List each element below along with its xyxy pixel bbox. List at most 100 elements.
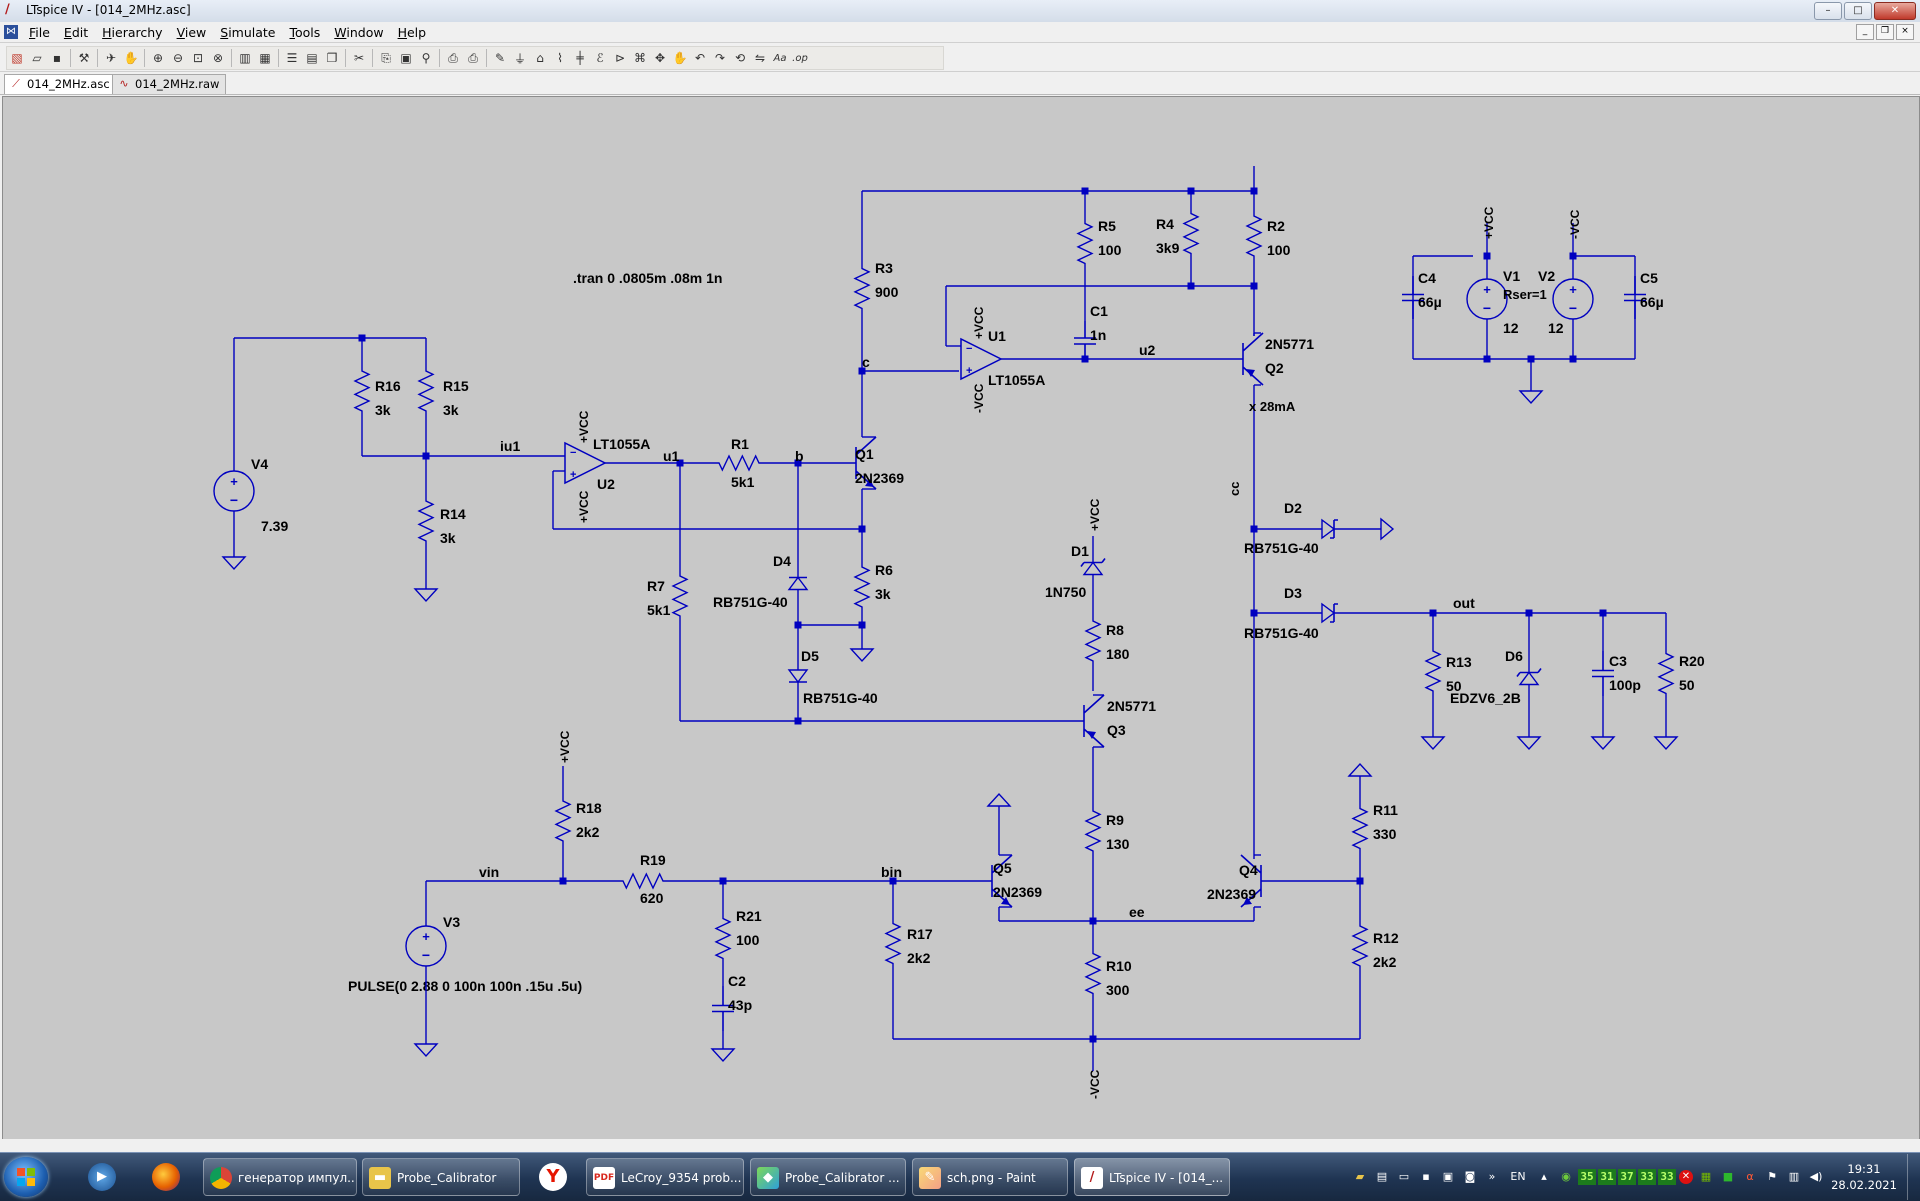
menu-file[interactable]: File <box>29 25 50 40</box>
label-net-icon[interactable]: ⌂ <box>536 51 544 65</box>
resistor-r18 <box>554 791 572 851</box>
network-icon[interactable]: ▥ <box>1788 1170 1800 1183</box>
doc-minimize-button[interactable]: _ <box>1856 24 1874 40</box>
gpu-icon[interactable]: ▦ <box>1700 1170 1712 1183</box>
redo-icon[interactable]: ↷ <box>714 51 726 65</box>
monitor-icon[interactable]: ▭ <box>1398 1170 1410 1183</box>
resistor-icon[interactable]: ⌇ <box>557 51 563 65</box>
autorange-icon[interactable]: ▥ <box>239 51 251 65</box>
tab-schematic[interactable]: ⟋ 014_2MHz.asc <box>4 74 117 94</box>
menu-simulate[interactable]: Simulate <box>220 25 276 40</box>
component-icon[interactable]: ⌘ <box>634 51 646 65</box>
task-pdf[interactable]: PDF LeCroy_9354 prob... <box>586 1158 744 1196</box>
new-schematic-icon[interactable]: ▧ <box>11 51 23 65</box>
tray-counter-3[interactable]: 37 <box>1618 1169 1636 1185</box>
speaker-small-icon[interactable]: ◙ <box>1464 1170 1476 1183</box>
task-probe-calibrator[interactable]: ◆ Probe_Calibrator ... <box>750 1158 906 1196</box>
label-r18-ref: R18 <box>576 800 602 816</box>
flag-icon[interactable]: ⚑ <box>1767 1170 1777 1183</box>
menu-tools[interactable]: Tools <box>289 25 321 40</box>
schematic-drawing[interactable]: R3900R5100C11nR43k9R2100−+U1LT1055A+VCC-… <box>3 97 1919 1139</box>
ground-symbol <box>221 549 247 571</box>
minimize-button[interactable]: – <box>1814 2 1842 20</box>
doc-close-button[interactable]: × <box>1896 24 1914 40</box>
paste-icon[interactable]: ▣ <box>400 51 412 65</box>
menu-help[interactable]: Help <box>397 25 427 40</box>
opamp-plus: + <box>966 365 972 377</box>
volume-icon[interactable]: ◀) <box>1809 1170 1823 1183</box>
find-icon[interactable]: ⚲ <box>421 51 431 65</box>
move-icon[interactable]: ✥ <box>654 51 666 65</box>
shield-icon[interactable]: ◉ <box>1561 1170 1571 1183</box>
start-button[interactable] <box>4 1157 48 1197</box>
close-button[interactable]: ✕ <box>1874 2 1916 20</box>
cut-icon[interactable]: ✂ <box>353 51 365 65</box>
network-tray-icon[interactable]: ▪ <box>1422 1170 1430 1183</box>
zoom-out-icon[interactable]: ⊖ <box>172 51 184 65</box>
diode-icon[interactable]: ⊳ <box>614 51 626 65</box>
save-icon[interactable]: ▪ <box>52 51 62 65</box>
menu-hierarchy[interactable]: Hierarchy <box>102 25 163 40</box>
print-setup-icon[interactable]: ⎙ <box>448 50 458 65</box>
doc-restore-button[interactable]: ❐ <box>1876 24 1894 40</box>
menu-view[interactable]: View <box>176 25 207 40</box>
drag-icon[interactable]: ✋ <box>672 51 688 65</box>
antivirus-icon[interactable]: α <box>1746 1170 1754 1183</box>
language-indicator[interactable]: EN <box>1510 1170 1526 1183</box>
error-icon[interactable]: ✕ <box>1679 1170 1693 1184</box>
tray-counter-2[interactable]: 31 <box>1598 1169 1616 1185</box>
control-panel-icon[interactable]: ⚒ <box>78 51 90 65</box>
copy-icon[interactable]: ⎘ <box>381 50 391 65</box>
run-icon[interactable]: ✈ <box>105 51 117 65</box>
resistor-r15 <box>417 369 435 413</box>
green-square-icon[interactable]: ■ <box>1722 1170 1734 1183</box>
print-icon[interactable]: ⎙ <box>468 50 478 65</box>
toolbar: ▧ ▱ ▪ ⚒ ✈ ✋ ⊕ ⊖ ⊡ ⊗ ▥ ▦ ☰ ▤ ❐ ✂ ⎘ ▣ ⚲ ⎙ ⎙ ✎ ⏚ ⌂ ⌇ ╪ ℰ ⊳ ⌘ ✥ ✋ ↶ ↷ ⟲ ⇋ Aa .op <box>0 43 1920 72</box>
task-ltspice[interactable]: / LTspice IV - [014_... <box>1074 1158 1230 1196</box>
mirror-icon[interactable]: ⇋ <box>754 51 766 65</box>
folder-quicklaunch-icon[interactable]: ▰ <box>1355 1170 1365 1183</box>
zoom-cancel-icon[interactable]: ⊗ <box>212 51 224 65</box>
cascade-icon[interactable]: ❐ <box>326 51 338 65</box>
menu-edit[interactable]: Edit <box>63 25 89 40</box>
document-icon[interactable]: ▤ <box>1376 1170 1388 1183</box>
media-player-icon[interactable]: ▶ <box>82 1158 122 1196</box>
undo-icon[interactable]: ↶ <box>694 51 706 65</box>
zoom-fit-icon[interactable]: ⊡ <box>192 51 204 65</box>
tray-counter-1[interactable]: 35 <box>1578 1169 1596 1185</box>
zoom-in-icon[interactable]: ⊕ <box>152 51 164 65</box>
tray-counter-4[interactable]: 33 <box>1638 1169 1656 1185</box>
task-chrome[interactable]: генератор импул... <box>203 1158 357 1196</box>
task-paint[interactable]: ✎ sch.png - Paint <box>912 1158 1068 1196</box>
view-icon[interactable]: ▦ <box>259 51 271 65</box>
document-system-menu-icon[interactable]: ⋈ <box>4 25 18 39</box>
rotate-icon[interactable]: ⟲ <box>734 51 746 65</box>
show-desktop-button[interactable] <box>1907 1154 1920 1200</box>
capacitor-icon[interactable]: ╪ <box>576 51 584 65</box>
menu-window[interactable]: Window <box>334 25 384 40</box>
pan-icon[interactable]: ✋ <box>123 51 139 65</box>
tile-vertical-icon[interactable]: ▤ <box>306 51 318 65</box>
label-r12-value: 2k2 <box>1373 954 1397 970</box>
tile-horizontal-icon[interactable]: ☰ <box>286 51 298 65</box>
wire-icon[interactable]: ✎ <box>494 51 506 65</box>
display-icon[interactable]: ▣ <box>1442 1170 1454 1183</box>
ground-icon[interactable]: ⏚ <box>513 51 526 66</box>
yandex-icon[interactable]: Y <box>533 1158 573 1196</box>
label-c3-value: 100p <box>1609 677 1641 693</box>
tab-waveform[interactable]: ∿ 014_2MHz.raw <box>112 74 227 94</box>
ltspice-app-icon[interactable]: / <box>5 2 10 17</box>
inductor-icon[interactable]: ℰ <box>596 51 604 65</box>
label-v4-value: 7.39 <box>261 518 288 534</box>
text-icon[interactable]: Aa <box>773 52 787 64</box>
show-hidden-icons-icon[interactable]: ▴ <box>1541 1170 1547 1183</box>
firefox-icon[interactable] <box>146 1158 186 1196</box>
clock[interactable]: 19:31 28.02.2021 <box>1827 1161 1901 1193</box>
maximize-button[interactable]: □ <box>1844 2 1872 20</box>
open-icon[interactable]: ▱ <box>32 51 42 65</box>
task-folder[interactable]: ▬ Probe_Calibrator <box>362 1158 520 1196</box>
spice-directive-icon[interactable]: .op <box>792 52 808 64</box>
tray-counter-5[interactable]: 33 <box>1658 1169 1676 1185</box>
overflow-chevron-icon[interactable]: » <box>1488 1170 1496 1183</box>
